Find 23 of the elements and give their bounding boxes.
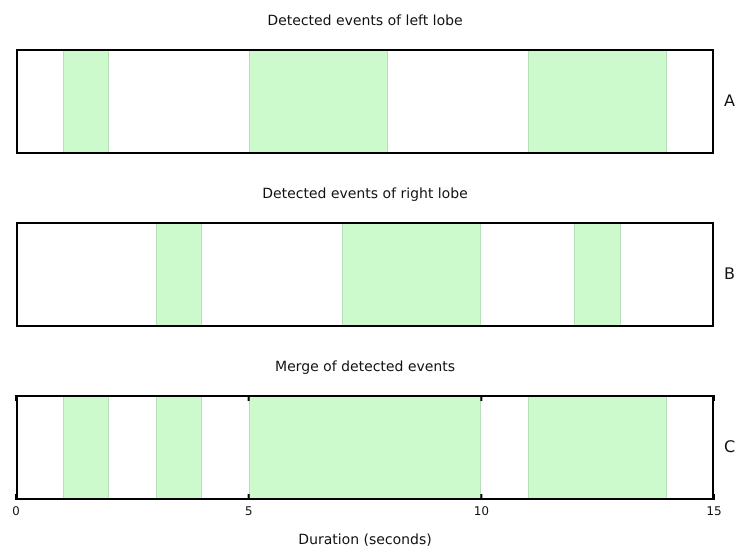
panel-title: Detected events of left lobe bbox=[267, 13, 463, 29]
event-band bbox=[248, 51, 388, 152]
timeline-panel bbox=[16, 222, 714, 327]
axis-title: Duration (seconds) bbox=[298, 532, 432, 548]
tick-label: 15 bbox=[706, 504, 722, 518]
panel-title: Merge of detected events bbox=[275, 359, 455, 375]
tick-label: 0 bbox=[12, 504, 20, 518]
event-band bbox=[62, 397, 110, 498]
event-band bbox=[342, 224, 482, 325]
event-band bbox=[248, 397, 482, 498]
event-band bbox=[528, 397, 668, 498]
panel-title: Detected events of right lobe bbox=[262, 186, 468, 202]
panel-letter: B bbox=[724, 264, 735, 282]
panel-letter: C bbox=[724, 436, 736, 456]
event-band bbox=[62, 51, 110, 152]
event-band bbox=[156, 224, 202, 325]
timeline-panel bbox=[16, 49, 714, 154]
tick-label: 10 bbox=[474, 504, 489, 518]
event-band bbox=[528, 51, 668, 152]
tick-label: 5 bbox=[244, 504, 252, 518]
event-band bbox=[574, 224, 621, 325]
panel-letter: A bbox=[724, 90, 735, 110]
event-band bbox=[156, 397, 202, 498]
